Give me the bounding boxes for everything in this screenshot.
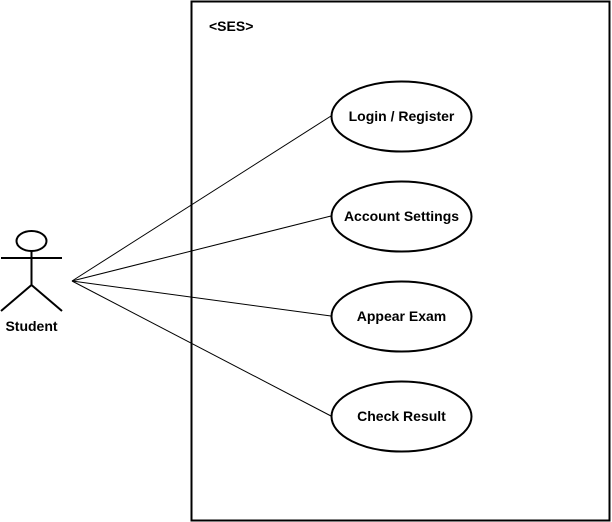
actor-name: Student xyxy=(5,318,57,334)
use-case-check-result[interactable]: Check Result xyxy=(330,380,473,453)
use-case-ellipse xyxy=(330,80,473,153)
actor-head xyxy=(15,230,48,252)
association-lines xyxy=(71,115,332,417)
use-case-label: Login / Register xyxy=(349,108,455,124)
actor-student[interactable] xyxy=(0,230,63,312)
use-case-ellipse xyxy=(330,380,473,453)
association-login-register xyxy=(71,115,332,282)
use-case-label: Account Settings xyxy=(344,208,459,224)
association-appear-exam xyxy=(71,280,332,317)
use-case-appear-exam[interactable]: Appear Exam xyxy=(330,280,473,353)
use-case-label: Appear Exam xyxy=(357,308,446,324)
association-account-settings xyxy=(71,215,332,282)
system-boundary xyxy=(190,0,611,522)
use-case-label: Check Result xyxy=(357,408,446,424)
use-case-login-register[interactable]: Login / Register xyxy=(330,80,473,153)
use-case-account-settings[interactable]: Account Settings xyxy=(330,180,473,253)
actor-right-leg xyxy=(30,284,63,312)
actor-left-leg xyxy=(0,284,33,312)
system-name: <SES> xyxy=(209,18,253,34)
association-check-result xyxy=(71,280,332,417)
use-case-ellipse xyxy=(330,280,473,353)
use-case-ellipse xyxy=(330,180,473,253)
